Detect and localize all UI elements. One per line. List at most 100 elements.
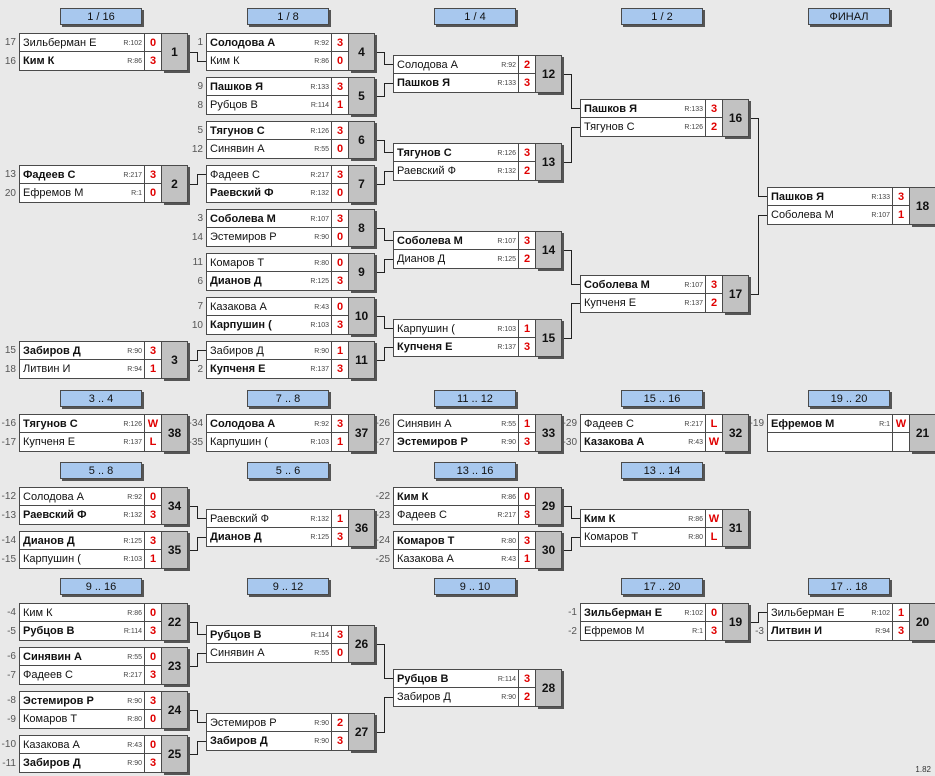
round-header: 5 .. 8 [60, 462, 142, 479]
player-rating: R:90 [314, 720, 329, 727]
player-rating: R:103 [310, 439, 329, 446]
connector-line [562, 338, 571, 339]
connector-line [375, 644, 384, 645]
connector-line [197, 722, 206, 723]
match-number: 11 [349, 341, 375, 379]
seed-label: -8 [7, 695, 16, 706]
player-slot[interactable]: Карпушин (R:103 [206, 316, 332, 335]
round-header: ФИНАЛ [808, 8, 890, 25]
player-name: Раевский Ф [210, 187, 274, 199]
match-number: 12 [536, 55, 562, 93]
connector-line [188, 550, 197, 551]
player-slot[interactable] [767, 433, 893, 452]
player-slot[interactable]: Карпушин (R:103 [393, 319, 519, 338]
player-name: Рубцов В [23, 625, 75, 637]
player-rating: R:133 [871, 194, 890, 201]
player-name: Рубцов В [210, 629, 262, 641]
player-name: Раевский Ф [397, 165, 456, 177]
player-slot[interactable]: Карпушин (R:103 [206, 433, 332, 452]
player-score: 3 [706, 99, 723, 118]
seed-label: -27 [375, 437, 390, 448]
player-rating: R:90 [314, 234, 329, 241]
player-slot[interactable]: Карпушин (R:103 [19, 550, 145, 569]
seed-label: -9 [7, 714, 16, 725]
seed-label: 17 [4, 37, 16, 48]
